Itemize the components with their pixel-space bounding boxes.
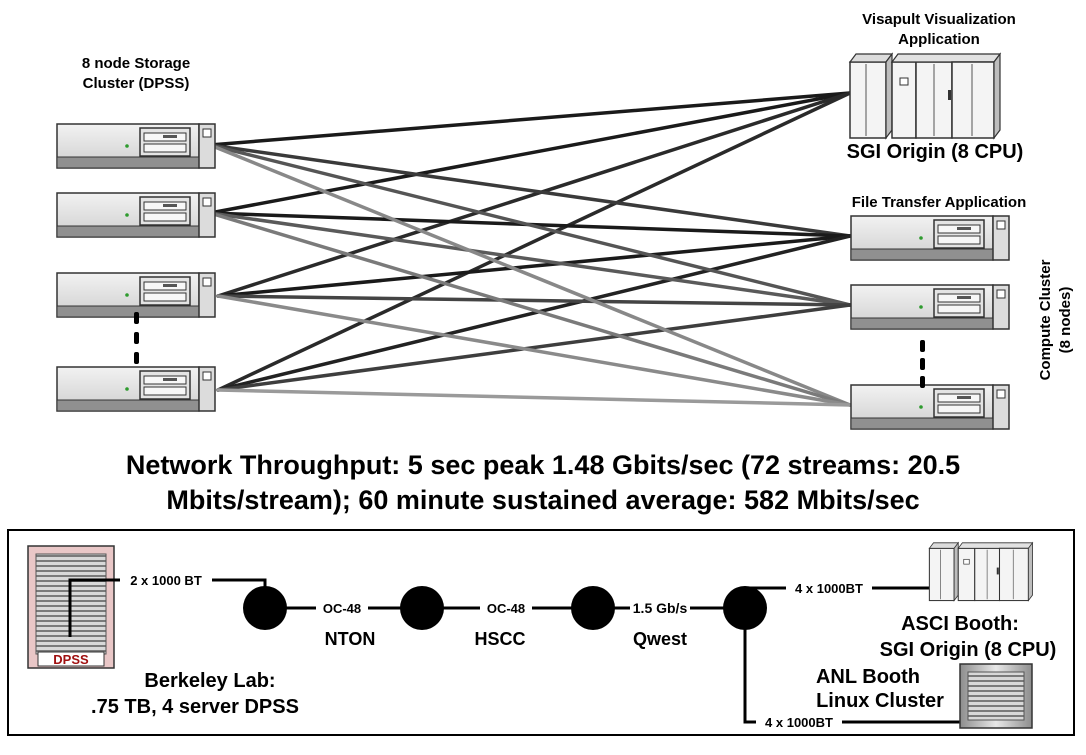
mesh-links [208, 91, 852, 407]
router-nton [243, 586, 287, 630]
visualization-host: Visapult Visualization Application SGI O… [847, 11, 1024, 163]
compute-cluster-label: Compute Cluster [1037, 259, 1054, 380]
storage-cluster: 8 node Storage Cluster (DPSS) [56, 55, 216, 412]
compute-cluster-label: (8 nodes) [1057, 287, 1074, 354]
dpss-logo-text: DPSS [53, 652, 89, 667]
storage-cluster-label: 8 node Storage [82, 55, 190, 72]
link-label-oc48: OC-48 [487, 601, 525, 616]
dpss-tower-icon: DPSS [27, 545, 115, 669]
storage-node-2 [56, 192, 216, 238]
router-hub [723, 586, 767, 630]
throughput-headline: Network Throughput: 5 sec peak 1.48 Gbit… [0, 448, 1086, 518]
compute-node-2 [850, 284, 1010, 330]
link-label-qwest: 1.5 Gb/s [633, 600, 688, 616]
compute-cluster: File Transfer Application Compute Cluste… [850, 194, 1074, 430]
ellipsis-dots [920, 340, 925, 388]
link-label-asci: 4 x 1000BT [795, 581, 863, 596]
storage-node-3 [56, 272, 216, 318]
link-label-berkeley: 2 x 1000 BT [130, 573, 202, 588]
visualization-host-label: SGI Origin (8 CPU) [847, 141, 1024, 163]
node-label-qwest: Qwest [633, 629, 687, 649]
sgi-origin-icon [849, 53, 1001, 139]
compute-node-8 [850, 384, 1010, 430]
ellipsis-dots [134, 312, 139, 364]
berkeley-label: .75 TB, 4 server DPSS [91, 696, 299, 718]
asci-sgi-origin-icon [928, 542, 1034, 602]
link-label-oc48: OC-48 [323, 601, 361, 616]
compute-node-1 [850, 215, 1010, 261]
file-transfer-title: File Transfer Application [852, 194, 1026, 211]
storage-node-8 [56, 366, 216, 412]
router-hscc [400, 586, 444, 630]
node-label-nton: NTON [325, 629, 376, 649]
network-path: DPSS 2 x 1000 BT OC-48 OC-48 1.5 Gb/s 4 … [7, 529, 1075, 736]
throughput-line: Mbits/stream); 60 minute sustained avera… [166, 485, 920, 515]
linux-cluster-icon [959, 663, 1033, 729]
throughput-line: Network Throughput: 5 sec peak 1.48 Gbit… [125, 450, 961, 480]
asci-label: SGI Origin (8 CPU) [880, 639, 1057, 661]
node-label-hscc: HSCC [474, 629, 525, 649]
berkeley-label: Berkeley Lab: [144, 670, 275, 692]
link-label-anl: 4 x 1000BT [765, 715, 833, 730]
storage-node-1 [56, 123, 216, 169]
visualization-title: Visapult Visualization [862, 11, 1016, 28]
router-qwest [571, 586, 615, 630]
asci-label: ASCI Booth: [901, 613, 1019, 635]
anl-label: Linux Cluster [816, 690, 944, 712]
anl-label: ANL Booth [816, 666, 920, 688]
visualization-title: Application [898, 31, 980, 48]
network-path-frame [7, 529, 1075, 736]
storage-cluster-label: Cluster (DPSS) [83, 75, 190, 92]
